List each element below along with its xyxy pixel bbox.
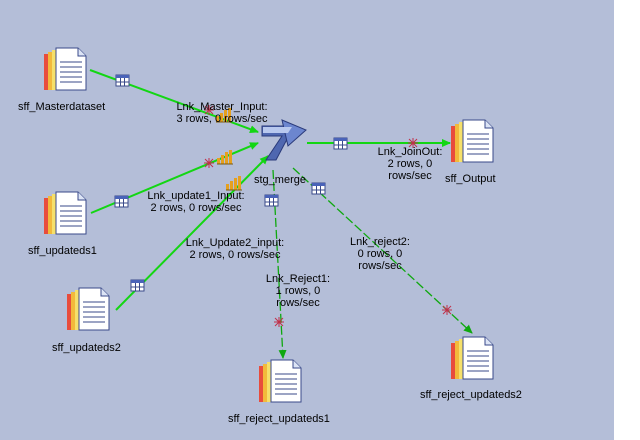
link-stats-rate: rows/sec <box>276 297 320 309</box>
row-flow-marker-icon <box>273 316 285 328</box>
link-stats-rate: rows/sec <box>358 260 402 272</box>
sequential-file-icon[interactable] <box>43 47 87 91</box>
performance-bars-icon <box>216 149 234 165</box>
link-name: Lnk_JoinOut: <box>377 146 443 158</box>
link-stats: 3 rows, 0 rows/sec <box>176 113 268 125</box>
link-label-reject2[interactable]: Lnk_reject2: 0 rows, 0 rows/sec <box>342 236 418 272</box>
performance-bars-icon <box>225 175 243 191</box>
link-name: Lnk_Reject1: <box>265 273 331 285</box>
stage-label-reject-updateds1[interactable]: sff_reject_updateds1 <box>228 413 330 425</box>
link-name: Lnk_update1_Input: <box>147 190 245 202</box>
sequential-file-icon[interactable] <box>450 336 494 380</box>
stage-label-merge[interactable]: stg_merge <box>254 174 306 186</box>
stage-label-updateds1[interactable]: sff_updateds1 <box>28 245 97 257</box>
link-label-master-input[interactable]: Lnk_Master_Input: 3 rows, 0 rows/sec <box>168 101 276 125</box>
link-update2-input-box[interactable] <box>130 279 145 292</box>
row-flow-marker-icon <box>441 304 453 316</box>
link-label-update2-input[interactable]: Lnk_Update2_input: 2 rows, 0 rows/sec <box>181 237 289 261</box>
link-stats: 2 rows, 0 rows/sec <box>189 249 281 261</box>
link-name: Lnk_Update2_input: <box>185 237 285 249</box>
canvas-margin <box>614 0 640 440</box>
sequential-file-icon[interactable] <box>450 119 494 163</box>
link-stats-rate: rows/sec <box>388 170 432 182</box>
stage-label-output[interactable]: sff_Output <box>445 173 496 185</box>
link-stats: 2 rows, 0 <box>387 158 433 170</box>
sequential-file-icon[interactable] <box>66 287 110 331</box>
stage-label-updateds2[interactable]: sff_updateds2 <box>52 342 121 354</box>
link-stats: 1 rows, 0 <box>275 285 321 297</box>
link-update1-input-box[interactable] <box>114 195 129 208</box>
link-label-reject1[interactable]: Lnk_Reject1: 1 rows, 0 rows/sec <box>260 273 336 309</box>
merge-stage-icon[interactable] <box>261 119 307 161</box>
link-stats: 2 rows, 0 rows/sec <box>150 202 242 214</box>
link-reject2-line[interactable] <box>292 167 473 334</box>
job-design-canvas[interactable] <box>0 0 614 440</box>
link-label-update1-input[interactable]: Lnk_update1_Input: 2 rows, 0 rows/sec <box>142 190 250 214</box>
link-label-joinout[interactable]: Lnk_JoinOut: 2 rows, 0 rows/sec <box>372 146 448 182</box>
sequential-file-icon[interactable] <box>43 191 87 235</box>
link-master-input-box[interactable] <box>115 74 130 87</box>
link-reject1-box[interactable] <box>264 194 279 207</box>
stage-label-master[interactable]: sff_Masterdataset <box>18 101 106 113</box>
link-stats: 0 rows, 0 <box>357 248 403 260</box>
link-name: Lnk_reject2: <box>350 236 410 248</box>
link-name: Lnk_Master_Input: <box>176 101 268 113</box>
sequential-file-icon[interactable] <box>258 359 302 403</box>
link-reject2-box[interactable] <box>311 182 326 195</box>
stage-label-reject-updateds2[interactable]: sff_reject_updateds2 <box>420 389 522 401</box>
links-layer <box>43 47 494 403</box>
link-joinout-box[interactable] <box>333 137 348 150</box>
row-flow-marker-icon <box>203 157 215 169</box>
